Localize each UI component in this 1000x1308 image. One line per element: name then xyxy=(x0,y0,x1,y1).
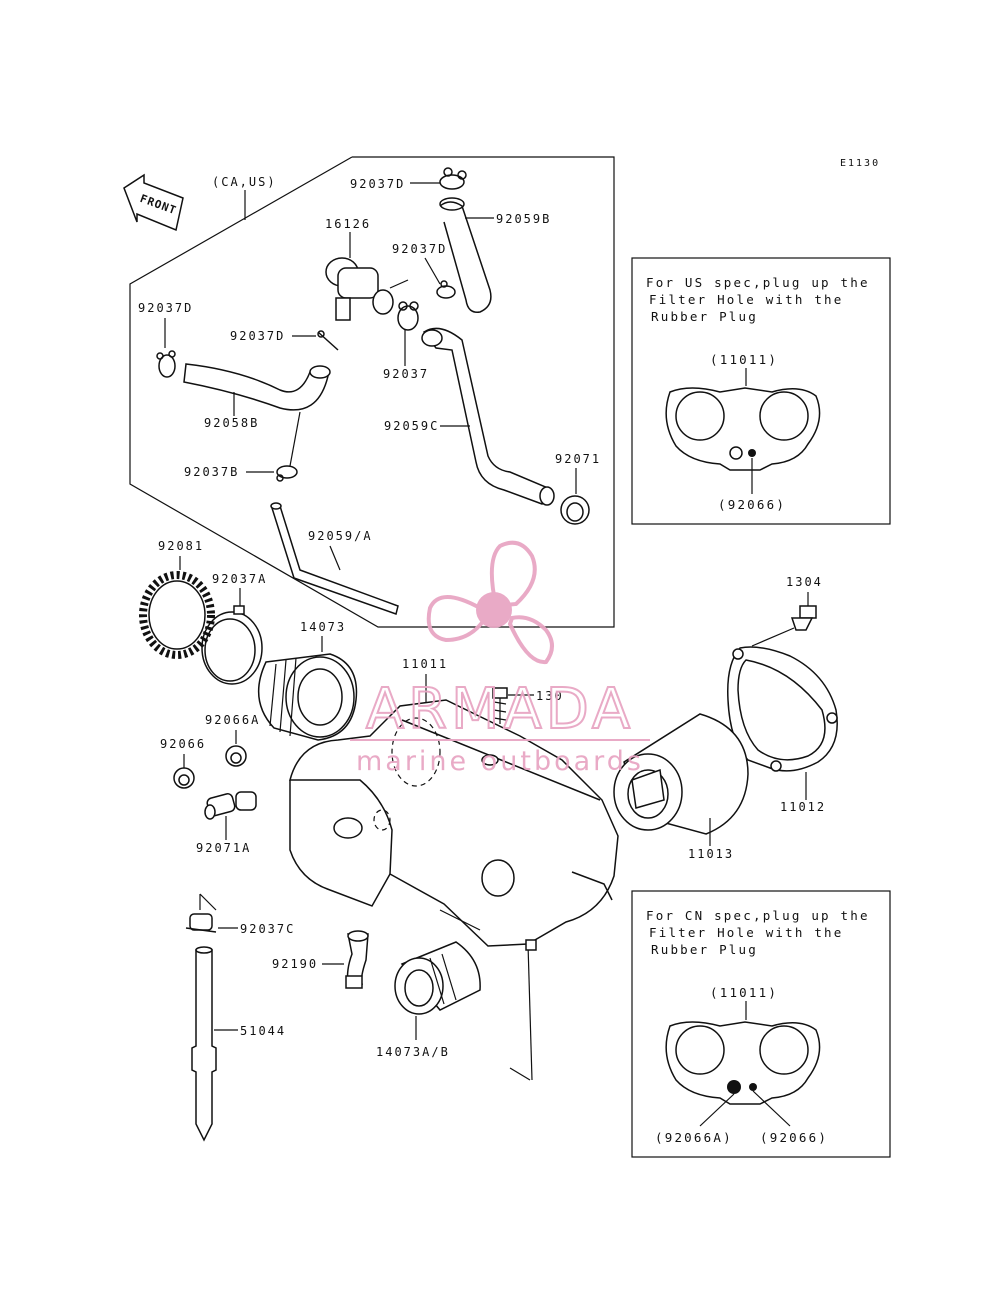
cn-note-line3: Rubber Plug xyxy=(651,942,758,957)
variant-label: (CA,US) xyxy=(212,175,277,189)
cn-plate-label: (11011) xyxy=(710,985,778,1000)
label-92081: 92081 xyxy=(158,539,204,553)
armada-watermark: ARMADA marine outboards xyxy=(350,540,650,777)
duct-14073AB xyxy=(394,941,481,1015)
label-92037B: 92037B xyxy=(184,465,239,479)
propeller-logo-icon xyxy=(426,540,554,665)
hose-92059C xyxy=(421,327,555,506)
grommet-92071 xyxy=(560,495,590,525)
diagram-code: E1130 xyxy=(840,158,880,169)
cn-note-line2: Filter Hole with the xyxy=(649,925,844,940)
cn-plug-a-label: (92066A) xyxy=(655,1130,733,1145)
hose-92059A xyxy=(270,502,399,615)
us-note-line3: Rubber Plug xyxy=(651,309,758,324)
label-92037A: 92037A xyxy=(212,572,267,586)
label-92037C: 92037C xyxy=(240,922,295,936)
label-92037D-small: 92037D xyxy=(230,329,285,343)
clamp-92037D-small xyxy=(317,330,339,351)
duct-14073 xyxy=(257,653,358,741)
ca-us-group-outline xyxy=(129,156,615,628)
filter-element-11013 xyxy=(613,713,749,835)
pipe-51044 xyxy=(191,946,217,1142)
watermark-tagline: marine outboards xyxy=(356,746,644,777)
us-plate-label: (11011) xyxy=(710,352,778,367)
us-spec-note-box: For US spec,plug up the Filter Hole with… xyxy=(631,257,891,525)
clamp-92037 xyxy=(397,301,419,331)
hose-92058B xyxy=(183,363,331,411)
cn-spec-note-box: For CN spec,plug up the Filter Hole with… xyxy=(631,890,891,1158)
us-note-line1: For US spec,plug up the xyxy=(646,275,870,290)
air-box-11011 xyxy=(289,699,619,1081)
label-14073AB: 14073A/B xyxy=(376,1045,450,1059)
label-92059A: 92059/A xyxy=(308,529,373,543)
label-92037D-top: 92037D xyxy=(350,177,405,191)
us-plug-label: (92066) xyxy=(718,497,786,512)
clamp-92037D-mid xyxy=(436,280,456,299)
spring-ring-92081 xyxy=(139,571,215,659)
label-92059B-top: 92059B xyxy=(496,212,551,226)
valve-16126 xyxy=(325,257,394,321)
label-130: 130 xyxy=(536,689,564,703)
label-92059C: 92059C xyxy=(384,419,439,433)
label-11012: 11012 xyxy=(780,800,826,814)
elbow-fitting-92071A xyxy=(204,791,257,820)
clamp-92037B xyxy=(276,465,298,482)
screw-1304 xyxy=(751,605,817,647)
plug-92066 xyxy=(173,767,195,789)
cn-note-line1: For CN spec,plug up the xyxy=(646,908,870,923)
gasket-11012 xyxy=(727,646,838,772)
label-92071: 92071 xyxy=(555,452,601,466)
label-92066: 92066 xyxy=(160,737,206,751)
label-1304: 1304 xyxy=(786,575,823,589)
hose-92059B-top xyxy=(439,197,492,313)
label-14073: 14073 xyxy=(300,620,346,634)
label-92058B: 92058B xyxy=(204,416,259,430)
watermark-brand: ARMADA xyxy=(366,677,634,742)
cn-plug-label: (92066) xyxy=(760,1130,828,1145)
label-11013: 11013 xyxy=(688,847,734,861)
label-92066A: 92066A xyxy=(205,713,260,727)
label-92037: 92037 xyxy=(383,367,429,381)
clamp-92037D-top xyxy=(439,167,467,190)
label-11011: 11011 xyxy=(402,657,448,671)
label-92190: 92190 xyxy=(272,957,318,971)
us-note-line2: Filter Hole with the xyxy=(649,292,844,307)
clamp-92037D-left xyxy=(156,350,176,378)
front-arrow-icon: FRONT xyxy=(123,173,184,232)
bolt-130 xyxy=(481,687,508,766)
band-clamp-92037A xyxy=(201,605,263,685)
label-92037D-left: 92037D xyxy=(138,301,193,315)
plug-92066A xyxy=(225,745,247,767)
label-51044: 51044 xyxy=(240,1024,286,1038)
label-16126: 16126 xyxy=(325,217,371,231)
elbow-pipe-92190 xyxy=(345,930,369,989)
clamp-92037C xyxy=(185,913,217,933)
label-92071A: 92071A xyxy=(196,841,251,855)
label-92037D-mid: 92037D xyxy=(392,242,447,256)
